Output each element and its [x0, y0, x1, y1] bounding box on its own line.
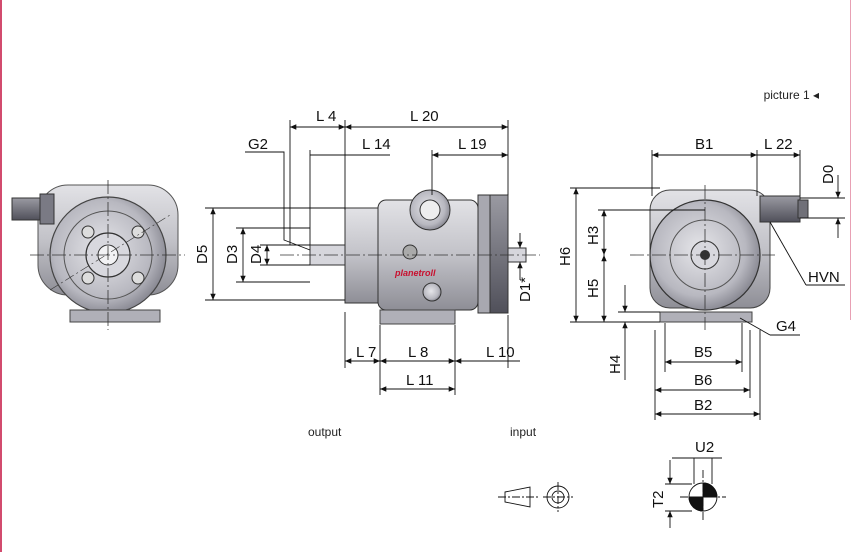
dim-L22: L 22 — [764, 136, 793, 153]
dim-T2: T2 — [650, 490, 667, 508]
caption-input: input — [510, 425, 537, 439]
center-dimension-lines — [205, 120, 523, 395]
dim-D0: D0 — [820, 165, 837, 184]
dim-D3: D3 — [224, 245, 241, 264]
picture-reference: picture 1 ◂ — [764, 88, 819, 102]
dim-D5: D5 — [194, 245, 211, 264]
dim-L7: L 7 — [356, 344, 376, 361]
dim-L14: L 14 — [362, 136, 391, 153]
dim-H4: H4 — [607, 355, 624, 374]
dim-B2: B2 — [694, 397, 712, 414]
key-detail — [665, 457, 726, 528]
dim-B1: B1 — [695, 136, 713, 153]
dim-B6: B6 — [694, 372, 712, 389]
dim-L10: L 10 — [486, 344, 515, 361]
dim-G2: G2 — [248, 136, 268, 153]
dim-B5: B5 — [694, 344, 712, 361]
center-side-view: planetroll — [280, 189, 540, 325]
page-frame-edge — [0, 0, 2, 552]
left-end-view — [11, 180, 185, 330]
dim-H3: H3 — [585, 226, 602, 245]
dim-L11: L 11 — [406, 372, 434, 389]
right-dimension-lines — [570, 150, 845, 420]
dim-H6: H6 — [557, 247, 574, 266]
caption-output: output — [308, 425, 342, 439]
dim-D4: D4 — [248, 245, 265, 264]
dim-L8: L 8 — [408, 344, 428, 361]
dim-L4: L 4 — [316, 108, 336, 125]
dim-L20: L 20 — [410, 108, 439, 125]
projection-symbol-icon — [498, 482, 573, 512]
dim-U2: U2 — [695, 439, 714, 456]
dim-HVN: HVN — [808, 269, 840, 286]
picture-reference-arrow-icon: ◂ — [812, 88, 819, 102]
right-end-view — [630, 185, 809, 330]
dimension-labels: L 4 L 20 G2 L 14 L 19 D5 D3 D4 D1* L 7 L… — [194, 108, 840, 508]
dim-H5: H5 — [585, 279, 602, 298]
dim-G4: G4 — [776, 318, 796, 335]
brand-label: planetroll — [394, 268, 436, 278]
dim-L19: L 19 — [458, 136, 487, 153]
dim-D1: D1* — [517, 277, 534, 302]
picture-reference-label: picture 1 — [763, 88, 810, 102]
